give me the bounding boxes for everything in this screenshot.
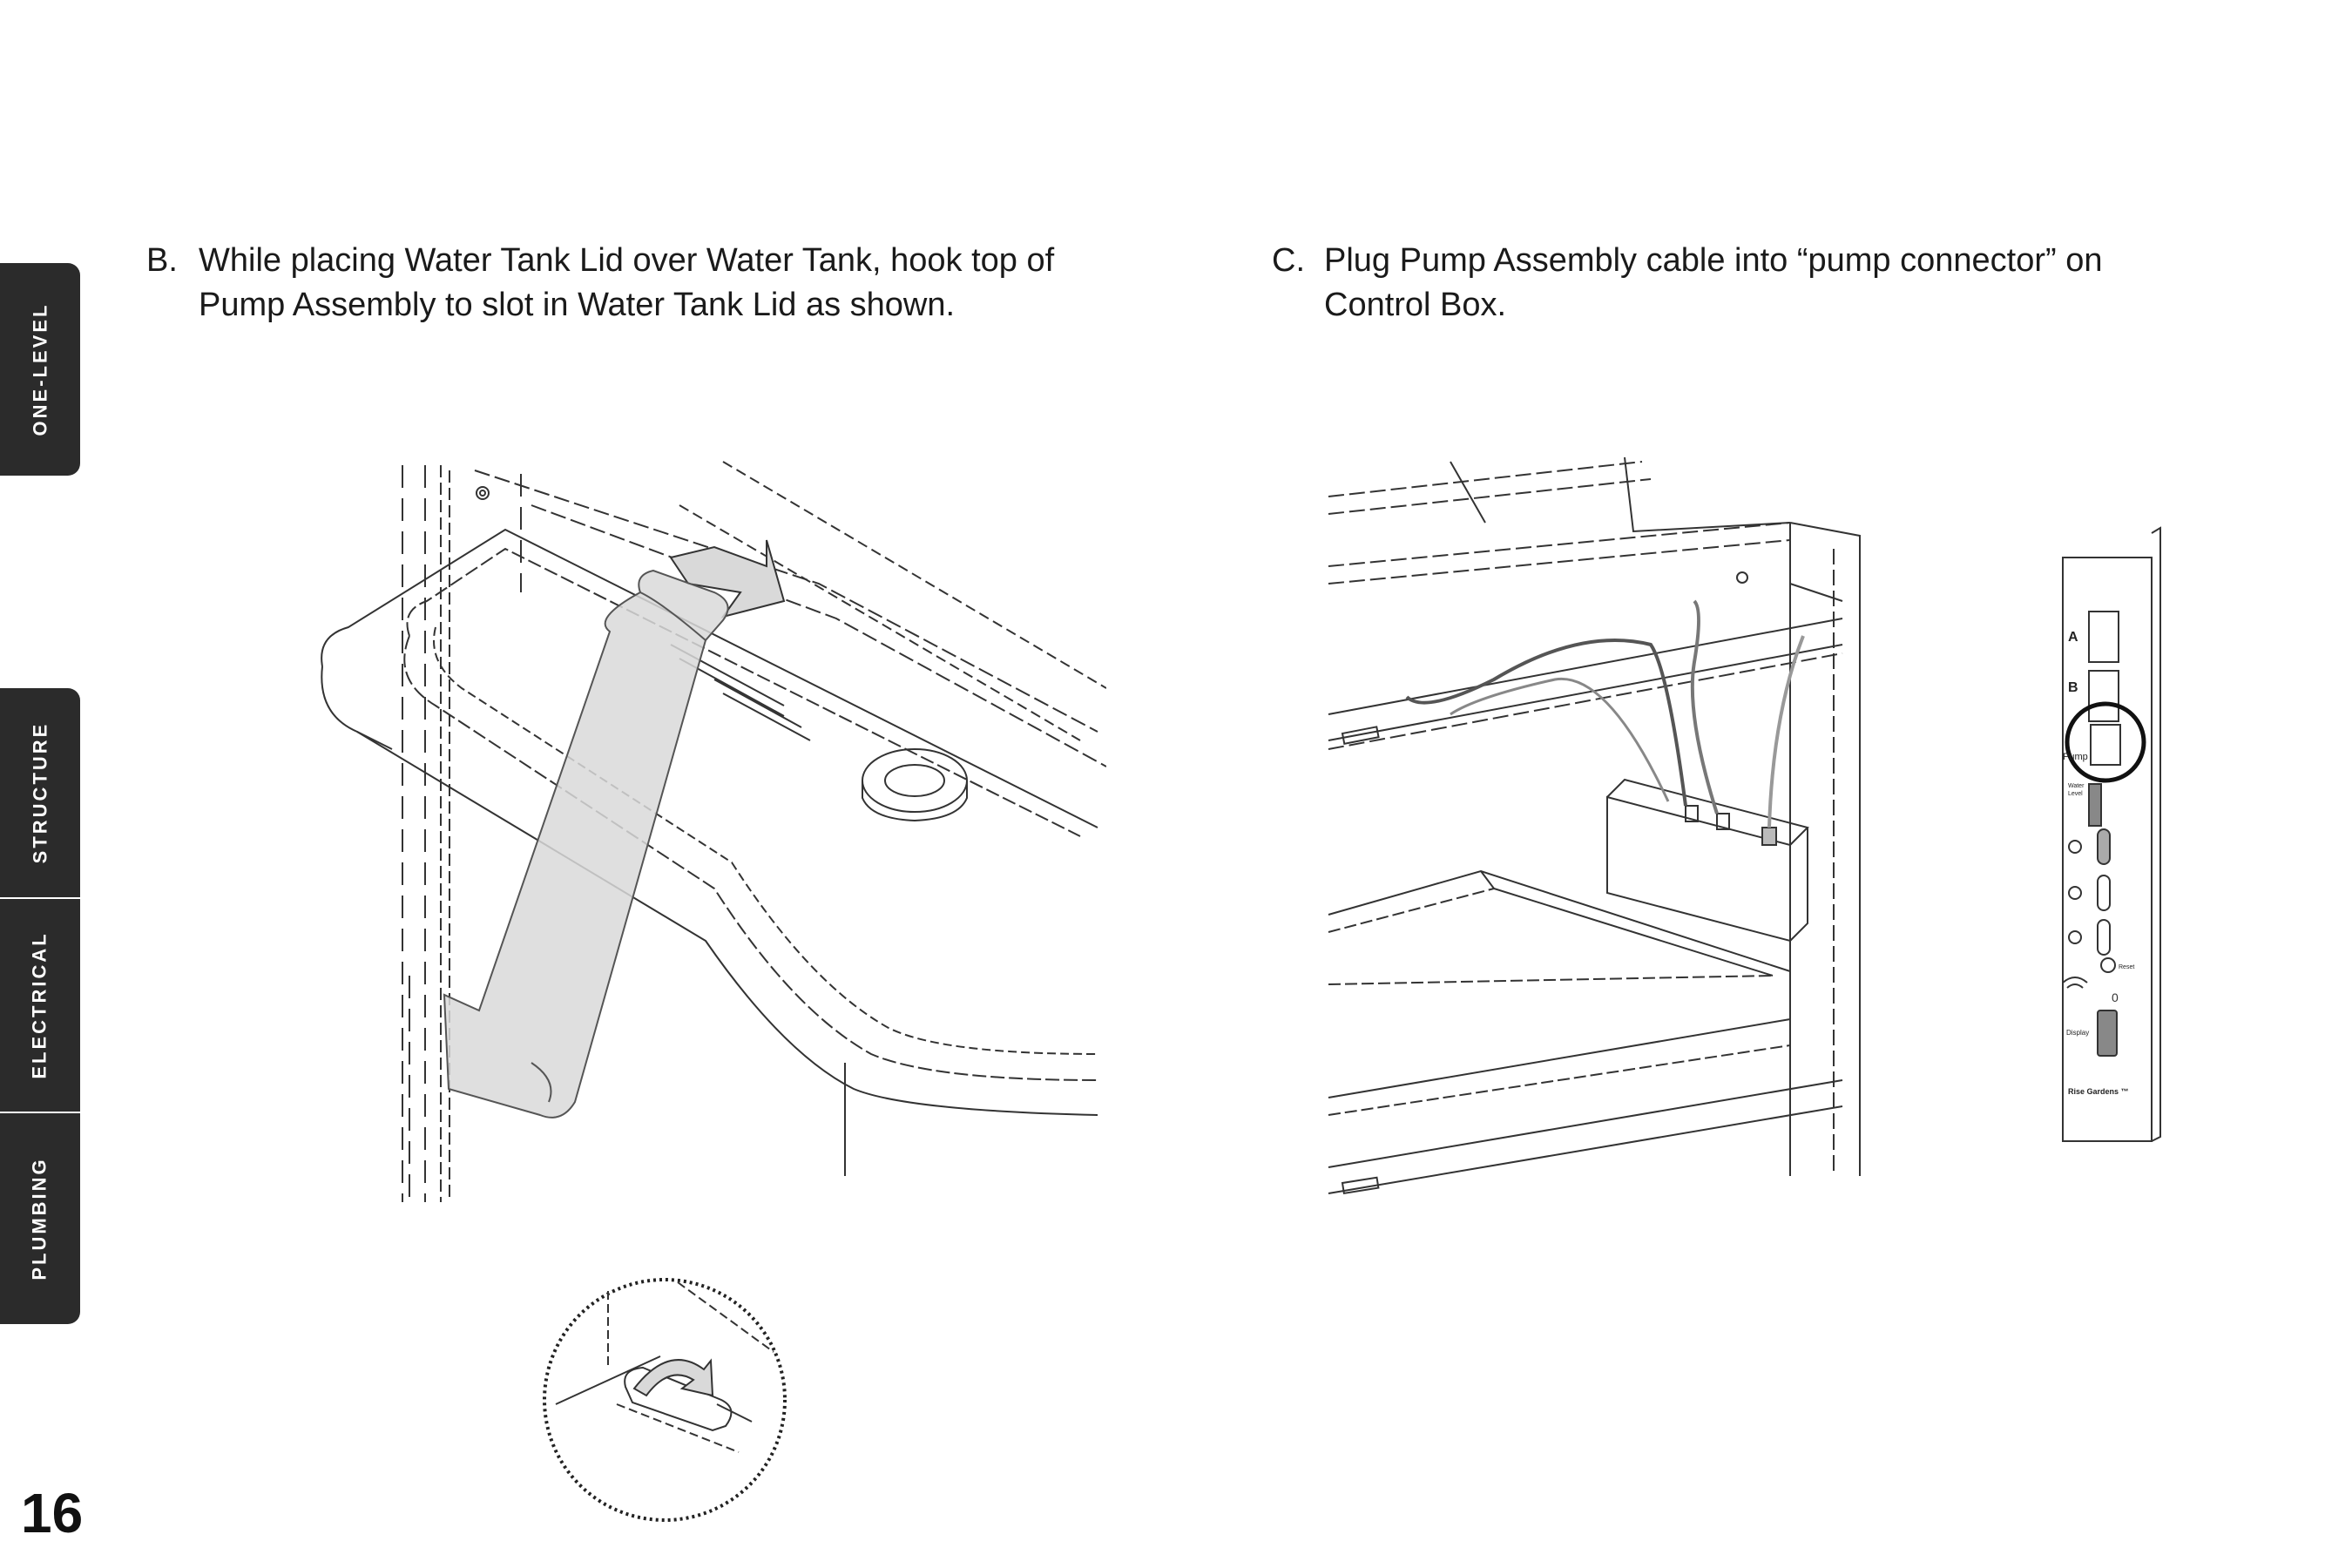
tab-structure-label: STRUCTURE: [29, 721, 51, 864]
pump-assembly-illustration: [321, 461, 1106, 1202]
step-b-text: While placing Water Tank Lid over Water …: [199, 239, 1054, 328]
side-tab-group: STRUCTURE ELECTRICAL PLUMBING: [0, 688, 80, 1324]
label-level: Level: [2068, 791, 2083, 797]
tab-one-level-label: ONE-LEVEL: [29, 302, 51, 436]
step-b-line-2: Pump Assembly to slot in Water Tank Lid …: [199, 287, 956, 323]
label-reset: Reset: [2119, 964, 2134, 970]
tab-plumbing[interactable]: PLUMBING: [0, 1113, 80, 1324]
pump-port: [2090, 724, 2121, 766]
step-c: C. Plug Pump Assembly cable into “pump c…: [1272, 239, 2274, 335]
port-b: [2088, 670, 2119, 722]
tab-divider: [0, 1112, 80, 1113]
label-water: Water: [2068, 783, 2085, 789]
page-number: 16: [21, 1482, 84, 1544]
label-zero: 0: [2112, 990, 2119, 1004]
label-display: Display: [2066, 1029, 2089, 1037]
step-b-letter: B.: [146, 242, 178, 279]
display-button: [2097, 1010, 2118, 1057]
step-c-letter: C.: [1272, 242, 1305, 279]
step-b-line-1: While placing Water Tank Lid over Water …: [199, 242, 1055, 279]
tab-one-level[interactable]: ONE-LEVEL: [0, 263, 80, 476]
hook-detail-callout: [543, 1278, 787, 1522]
port-a: [2088, 611, 2119, 663]
control-box-illustration: [1328, 456, 1861, 1194]
step-c-text: Plug Pump Assembly cable into “pump conn…: [1324, 239, 2102, 328]
control-panel-diagram: A B Pump Water Level Reset 0 Display Ris…: [2062, 526, 2161, 1142]
tab-electrical[interactable]: ELECTRICAL: [0, 899, 80, 1112]
tab-plumbing-label: PLUMBING: [29, 1157, 51, 1281]
label-pump: Pump: [2063, 752, 2088, 762]
label-a: A: [2068, 630, 2078, 645]
tab-electrical-label: ELECTRICAL: [29, 931, 51, 1079]
step-c-line-1: Plug Pump Assembly cable into “pump conn…: [1324, 242, 2103, 279]
label-b: B: [2068, 680, 2078, 695]
tab-structure[interactable]: STRUCTURE: [0, 688, 80, 897]
step-b: B. While placing Water Tank Lid over Wat…: [146, 239, 1148, 335]
pump-connector-highlight: [2065, 701, 2146, 783]
reset-button: [2100, 957, 2116, 973]
light-icons: [2068, 840, 2082, 944]
brand-label: Rise Gardens ™: [2068, 1087, 2129, 1096]
tab-divider: [0, 897, 80, 899]
step-c-line-2: Control Box.: [1324, 287, 1507, 323]
wifi-icon: [2062, 977, 2088, 989]
